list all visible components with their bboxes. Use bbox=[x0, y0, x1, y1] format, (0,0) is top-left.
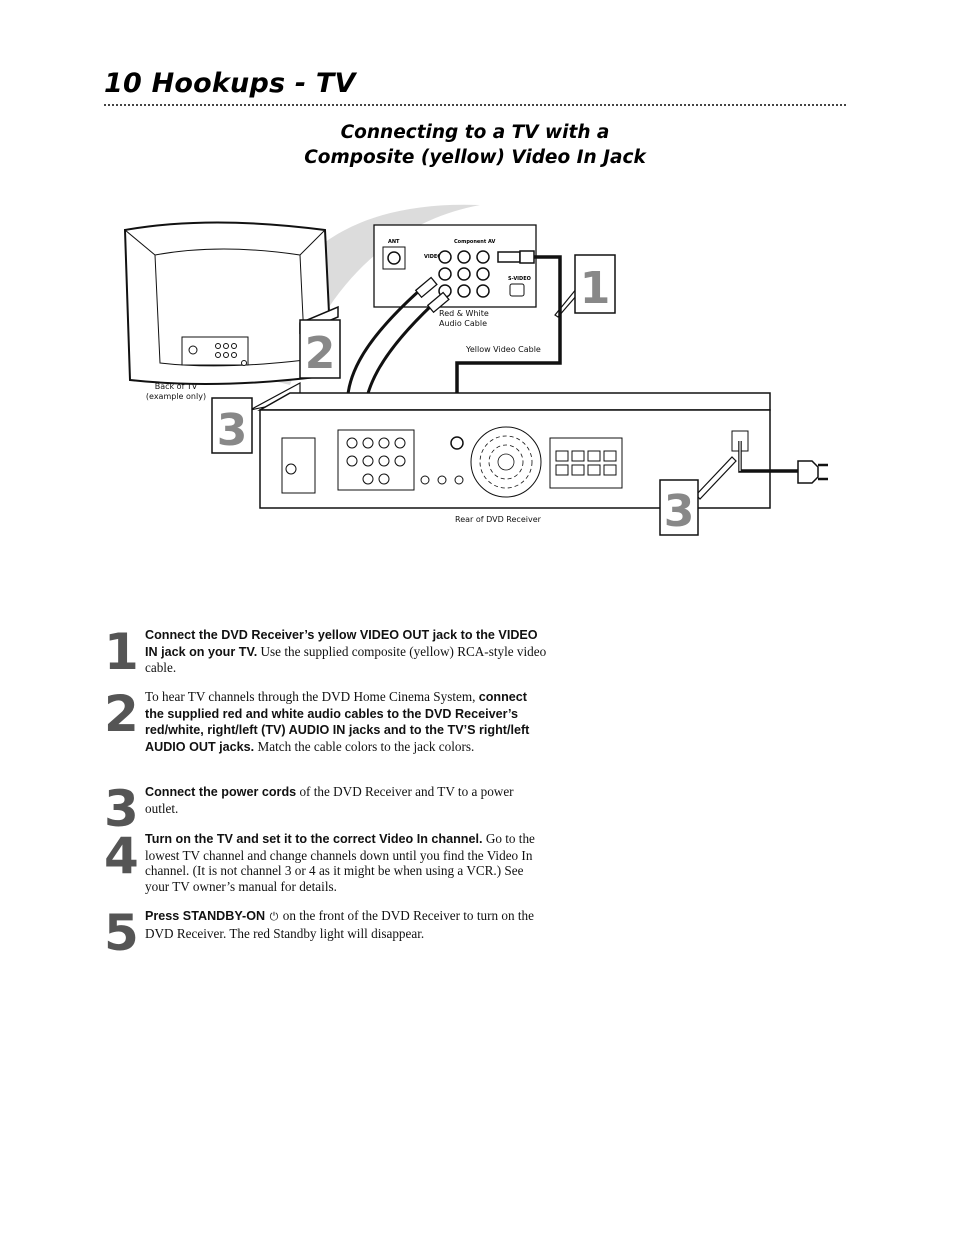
callout-2-number: 2 bbox=[305, 328, 336, 379]
step-number: 4 bbox=[104, 827, 139, 885]
section-title-line-1: Connecting to a TV with a bbox=[340, 122, 610, 143]
tv-jack-panel: ANT Component AV VIDEO S-VIDEO bbox=[373, 224, 537, 308]
step-text: Connect the DVD Receiver’s yellow VIDEO … bbox=[145, 628, 547, 676]
jack-label-video: VIDEO bbox=[424, 254, 442, 260]
callout-1: 1 bbox=[554, 254, 616, 318]
step-number: 5 bbox=[104, 904, 139, 962]
step-number: 3 bbox=[104, 780, 139, 838]
power-icon: ⏻ bbox=[269, 911, 279, 923]
step-number: 1 bbox=[104, 623, 139, 681]
callout-2: 2 bbox=[299, 305, 341, 379]
hookup-diagram: 2 3 ANT Component AV VIDEO S-VIDEO bbox=[100, 195, 860, 545]
jack-label-ant: ANT bbox=[388, 239, 400, 245]
label-back-of-tv: Back of TV (example only) bbox=[145, 382, 207, 401]
callout-3-left-number: 3 bbox=[217, 405, 248, 456]
step-text: Connect the power cords of the DVD Recei… bbox=[145, 784, 514, 816]
callout-3-right-number: 3 bbox=[664, 486, 695, 537]
yellow-video-cable bbox=[455, 255, 562, 400]
step-text: Press STANDBY-ON ⏻ on the front of the D… bbox=[145, 908, 534, 941]
step-number: 2 bbox=[104, 685, 139, 743]
step-text: To hear TV channels through the DVD Home… bbox=[145, 689, 530, 754]
power-plug bbox=[797, 460, 828, 484]
header-dotted-rule bbox=[104, 104, 846, 106]
callout-3-left: 3 bbox=[211, 381, 301, 456]
jack-label-component-av: Component AV bbox=[454, 239, 496, 245]
label-red-white-audio-cable: Red & White Audio Cable bbox=[439, 309, 489, 328]
section-title-line-2: Composite (yellow) Video In Jack bbox=[304, 147, 646, 168]
hookup-illustration: 2 3 ANT Component AV VIDEO S-VIDEO bbox=[123, 204, 828, 537]
label-rear-of-dvd-receiver: Rear of DVD Receiver bbox=[455, 515, 541, 524]
section-title: Connecting to a TV with a Composite (yel… bbox=[258, 120, 692, 170]
jack-label-svideo: S-VIDEO bbox=[508, 276, 531, 282]
callout-1-number: 1 bbox=[580, 263, 611, 314]
page-header: 10 Hookups - TV bbox=[104, 68, 846, 106]
callout-3-right: 3 bbox=[659, 456, 737, 537]
tv-back-illustration bbox=[123, 221, 334, 385]
label-yellow-video-cable: Yellow Video Cable bbox=[466, 345, 541, 354]
page-title: 10 Hookups - TV bbox=[104, 68, 356, 99]
step-text: Turn on the TV and set it to the correct… bbox=[145, 831, 535, 894]
